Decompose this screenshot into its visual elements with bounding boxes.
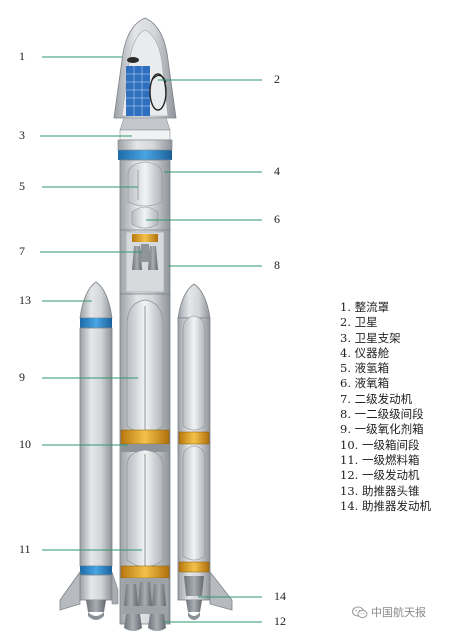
- legend-item-13: 13. 助推器头锥: [340, 483, 420, 498]
- legend-item-3: 3. 卫星支架: [340, 330, 401, 345]
- legend-item-4: 4. 仪器舱: [340, 345, 390, 360]
- callout-5: 5: [19, 179, 25, 193]
- legend-item-1: 1. 整流罩: [340, 300, 390, 314]
- callout-11: 11: [19, 542, 31, 556]
- callout-4: 4: [274, 164, 280, 178]
- callout-14: 14: [274, 589, 286, 603]
- upper-stage: [113, 17, 177, 234]
- legend: 1. 整流罩 2. 卫星 3. 卫星支架 4. 仪器舱 5. 液氢箱 6. 液氧…: [340, 300, 459, 514]
- legend-item-9: 9. 一级氧化剂箱: [340, 422, 424, 437]
- legend-item-7: 7. 二级发动机: [340, 391, 413, 406]
- legend-item-11: 11. 一级燃料箱: [340, 452, 420, 467]
- core-stage: [119, 227, 171, 631]
- wechat-icon: [352, 606, 368, 618]
- callout-3: 3: [19, 128, 25, 142]
- callout-8: 8: [274, 258, 280, 272]
- callout-1: 1: [19, 49, 25, 63]
- right-booster: [177, 283, 233, 620]
- callout-2: 2: [274, 72, 280, 86]
- callout-10: 10: [19, 437, 31, 451]
- callout-7: 7: [19, 244, 25, 258]
- watermark: 中国航天报: [352, 604, 426, 620]
- legend-item-8: 8. 一二级级间段: [340, 407, 424, 422]
- legend-item-10: 10. 一级箱间段: [340, 437, 420, 452]
- callout-12: 12: [274, 614, 286, 628]
- legend-item-2: 2. 卫星: [340, 315, 378, 330]
- leader-lines: [40, 56, 262, 623]
- watermark-text: 中国航天报: [371, 606, 426, 619]
- legend-item-6: 6. 液氧箱: [340, 376, 390, 391]
- callout-6: 6: [274, 212, 280, 226]
- left-booster: [59, 281, 119, 620]
- legend-item-5: 5. 液氢箱: [340, 361, 390, 376]
- callout-13: 13: [19, 293, 31, 307]
- legend-item-12: 12. 一级发动机: [340, 468, 420, 483]
- callout-9: 9: [19, 370, 25, 384]
- legend-item-14: 14. 助推器发动机: [340, 498, 431, 513]
